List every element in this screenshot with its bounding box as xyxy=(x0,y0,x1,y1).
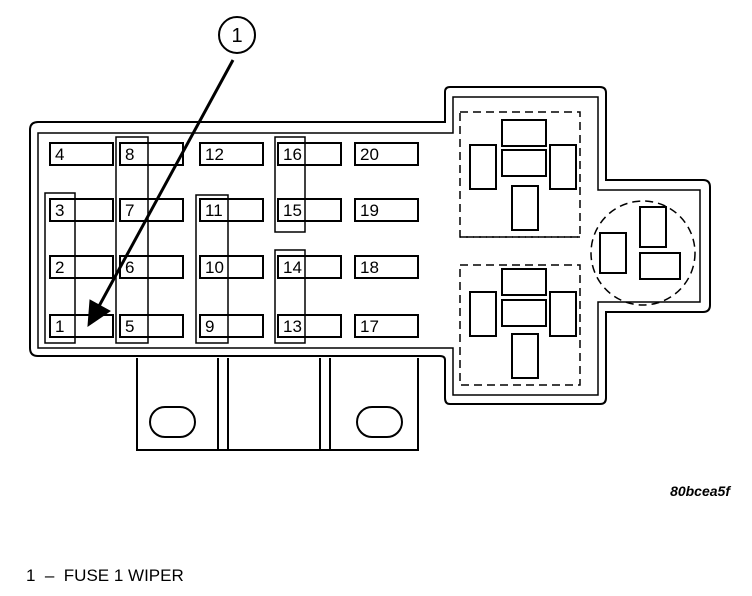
fuse-6: 6 xyxy=(119,255,184,279)
fuse-label: 6 xyxy=(125,258,134,277)
fuse-16: 16 xyxy=(277,142,342,166)
callout-number: 1 xyxy=(231,25,242,47)
relay-section-lower xyxy=(459,264,581,386)
fuse-5: 5 xyxy=(119,314,184,338)
fuse-slot xyxy=(199,198,264,222)
fuse-2: 2 xyxy=(49,255,114,279)
fuse-7: 7 xyxy=(119,198,184,222)
fuse-slot xyxy=(277,142,342,166)
fuse-slot xyxy=(277,314,342,338)
fuse-label: 9 xyxy=(205,317,214,336)
fuse-slot xyxy=(199,255,264,279)
fuse-label: 16 xyxy=(283,145,302,164)
fuse-slot xyxy=(199,142,264,166)
fuse-label: 2 xyxy=(55,258,64,277)
fuse-14: 14 xyxy=(277,255,342,279)
fuse-8: 8 xyxy=(119,142,184,166)
fuse-19: 19 xyxy=(354,198,419,222)
fuse-label: 12 xyxy=(205,145,224,164)
figure-code: 80bcea5f xyxy=(670,483,730,499)
fuse-slot xyxy=(354,314,419,338)
fuse-slot xyxy=(354,255,419,279)
fuse-1: 1 xyxy=(49,314,114,338)
fuse-label: 10 xyxy=(205,258,224,277)
fuse-label: 15 xyxy=(283,201,302,220)
callout-arrowhead-icon xyxy=(87,299,111,327)
fuse-slot xyxy=(277,198,342,222)
fuse-slot xyxy=(354,142,419,166)
fuse-label: 5 xyxy=(125,317,134,336)
mounting-bracket xyxy=(136,358,419,451)
fuse-label: 13 xyxy=(283,317,302,336)
fuse-label: 17 xyxy=(360,317,379,336)
callout-circle xyxy=(218,16,256,54)
fuse-label: 14 xyxy=(283,258,302,277)
relay-section-round xyxy=(590,200,696,306)
fuse-10: 10 xyxy=(199,255,264,279)
housing-outline xyxy=(29,86,711,405)
fuse-18: 18 xyxy=(354,255,419,279)
fuse-link-frames xyxy=(44,136,306,344)
fuse-20: 20 xyxy=(354,142,419,166)
fuse-label: 7 xyxy=(125,201,134,220)
fuse-slot xyxy=(119,314,184,338)
fuse-label: 1 xyxy=(55,317,64,336)
fuse-label: 18 xyxy=(360,258,379,277)
relay-section-upper xyxy=(459,111,581,238)
fuse-label: 20 xyxy=(360,145,379,164)
relay-area xyxy=(459,111,696,386)
fuse-label: 11 xyxy=(205,201,223,220)
fuse-slot xyxy=(199,314,264,338)
callout-arrow-line xyxy=(96,59,235,309)
fuse-12: 12 xyxy=(199,142,264,166)
fuse-9: 9 xyxy=(199,314,264,338)
fuse-slot xyxy=(49,314,114,338)
fuse-label: 4 xyxy=(55,145,64,164)
fuse-13: 13 xyxy=(277,314,342,338)
fuse-label: 8 xyxy=(125,145,134,164)
relay-terminals xyxy=(469,119,681,379)
fuse-label: 19 xyxy=(360,201,379,220)
fuse-slot xyxy=(49,198,114,222)
fuse-3: 3 xyxy=(49,198,114,222)
fuse-slot xyxy=(277,255,342,279)
fuse-17: 17 xyxy=(354,314,419,338)
fuse-slot xyxy=(49,142,114,166)
mounting-slot-left xyxy=(149,406,196,438)
fuse-label: 3 xyxy=(55,201,64,220)
fuse-slot xyxy=(119,198,184,222)
fuse-slot xyxy=(354,198,419,222)
housing-inner-outline xyxy=(37,96,701,396)
fuse-4: 4 xyxy=(49,142,114,166)
fuse-11: 11 xyxy=(199,198,264,222)
fuse-slot xyxy=(49,255,114,279)
legend-caption: 1 – FUSE 1 WIPER xyxy=(26,566,184,585)
mounting-slot-right xyxy=(356,406,403,438)
callout: 1 xyxy=(87,16,256,327)
fuse-15: 15 xyxy=(277,198,342,222)
